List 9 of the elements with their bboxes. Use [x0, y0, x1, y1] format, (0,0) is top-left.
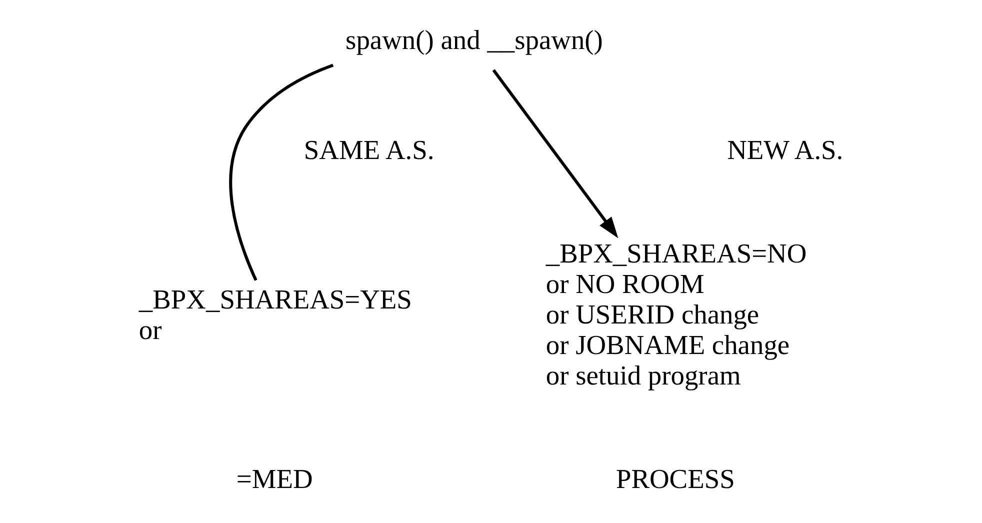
label: SAME A.S.: [304, 134, 434, 164]
node-text: spawn() and __spawn(): [346, 24, 603, 55]
arrow: [492, 68, 618, 238]
label: =MED: [236, 464, 313, 494]
node-text: _BPX_SHAREAS=YES or: [138, 284, 412, 344]
label: NEW A.S.: [727, 134, 844, 164]
connector: [229, 63, 334, 280]
node-text: _BPX_SHAREAS=NO or NO ROOM or USERID change or JOBNAME change or setuid program: [546, 238, 807, 390]
label: PROCESS: [616, 464, 735, 494]
